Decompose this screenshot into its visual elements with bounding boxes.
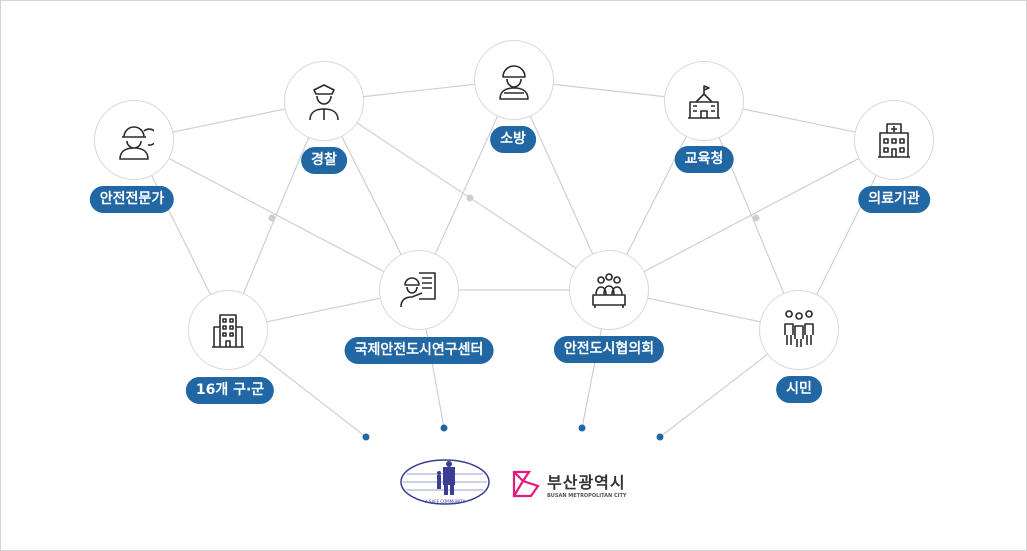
label-fire: 소방 bbox=[490, 126, 536, 153]
council-icon bbox=[592, 273, 626, 308]
school-icon bbox=[688, 85, 720, 119]
worker-gear-icon bbox=[119, 126, 154, 160]
node-districts bbox=[188, 290, 268, 370]
safe-community-logo: A SAFE COMMUNITY bbox=[400, 459, 490, 505]
busan-name: 부산광역시 bbox=[547, 473, 626, 492]
node-education bbox=[664, 61, 744, 141]
logos: A SAFE COMMUNITY 부산광역시 BUSAN METROPOLITA… bbox=[399, 456, 627, 512]
label-safety-expert: 안전전문가 bbox=[89, 186, 175, 213]
label-council: 안전도시협의회 bbox=[553, 336, 665, 363]
node-citizens bbox=[759, 290, 839, 370]
researcher-icon bbox=[400, 272, 436, 308]
police-icon bbox=[309, 84, 339, 121]
label-medical: 의료기관 bbox=[858, 186, 930, 213]
building-icon bbox=[212, 314, 244, 348]
node-safety-expert bbox=[94, 100, 174, 180]
label-districts: 16개 구·군 bbox=[185, 377, 275, 404]
label-education: 교육청 bbox=[674, 146, 734, 173]
node-medical bbox=[854, 100, 934, 180]
people-icon bbox=[784, 310, 814, 347]
node-fire bbox=[474, 40, 554, 120]
busan-logo: 부산광역시 BUSAN METROPOLITAN CITY bbox=[511, 469, 627, 499]
node-research bbox=[379, 250, 459, 330]
busan-b-icon bbox=[512, 470, 540, 498]
busan-name-en: BUSAN METROPOLITAN CITY bbox=[547, 493, 627, 499]
node-police bbox=[284, 61, 364, 141]
node-council bbox=[569, 250, 649, 330]
label-citizens: 시민 bbox=[776, 376, 822, 403]
firefighter-icon bbox=[499, 65, 529, 100]
hospital-icon bbox=[878, 123, 910, 158]
label-research: 국제안전도시연구센터 bbox=[344, 337, 494, 364]
safe-community-text: A SAFE COMMUNITY bbox=[425, 499, 466, 504]
label-police: 경찰 bbox=[301, 147, 347, 174]
